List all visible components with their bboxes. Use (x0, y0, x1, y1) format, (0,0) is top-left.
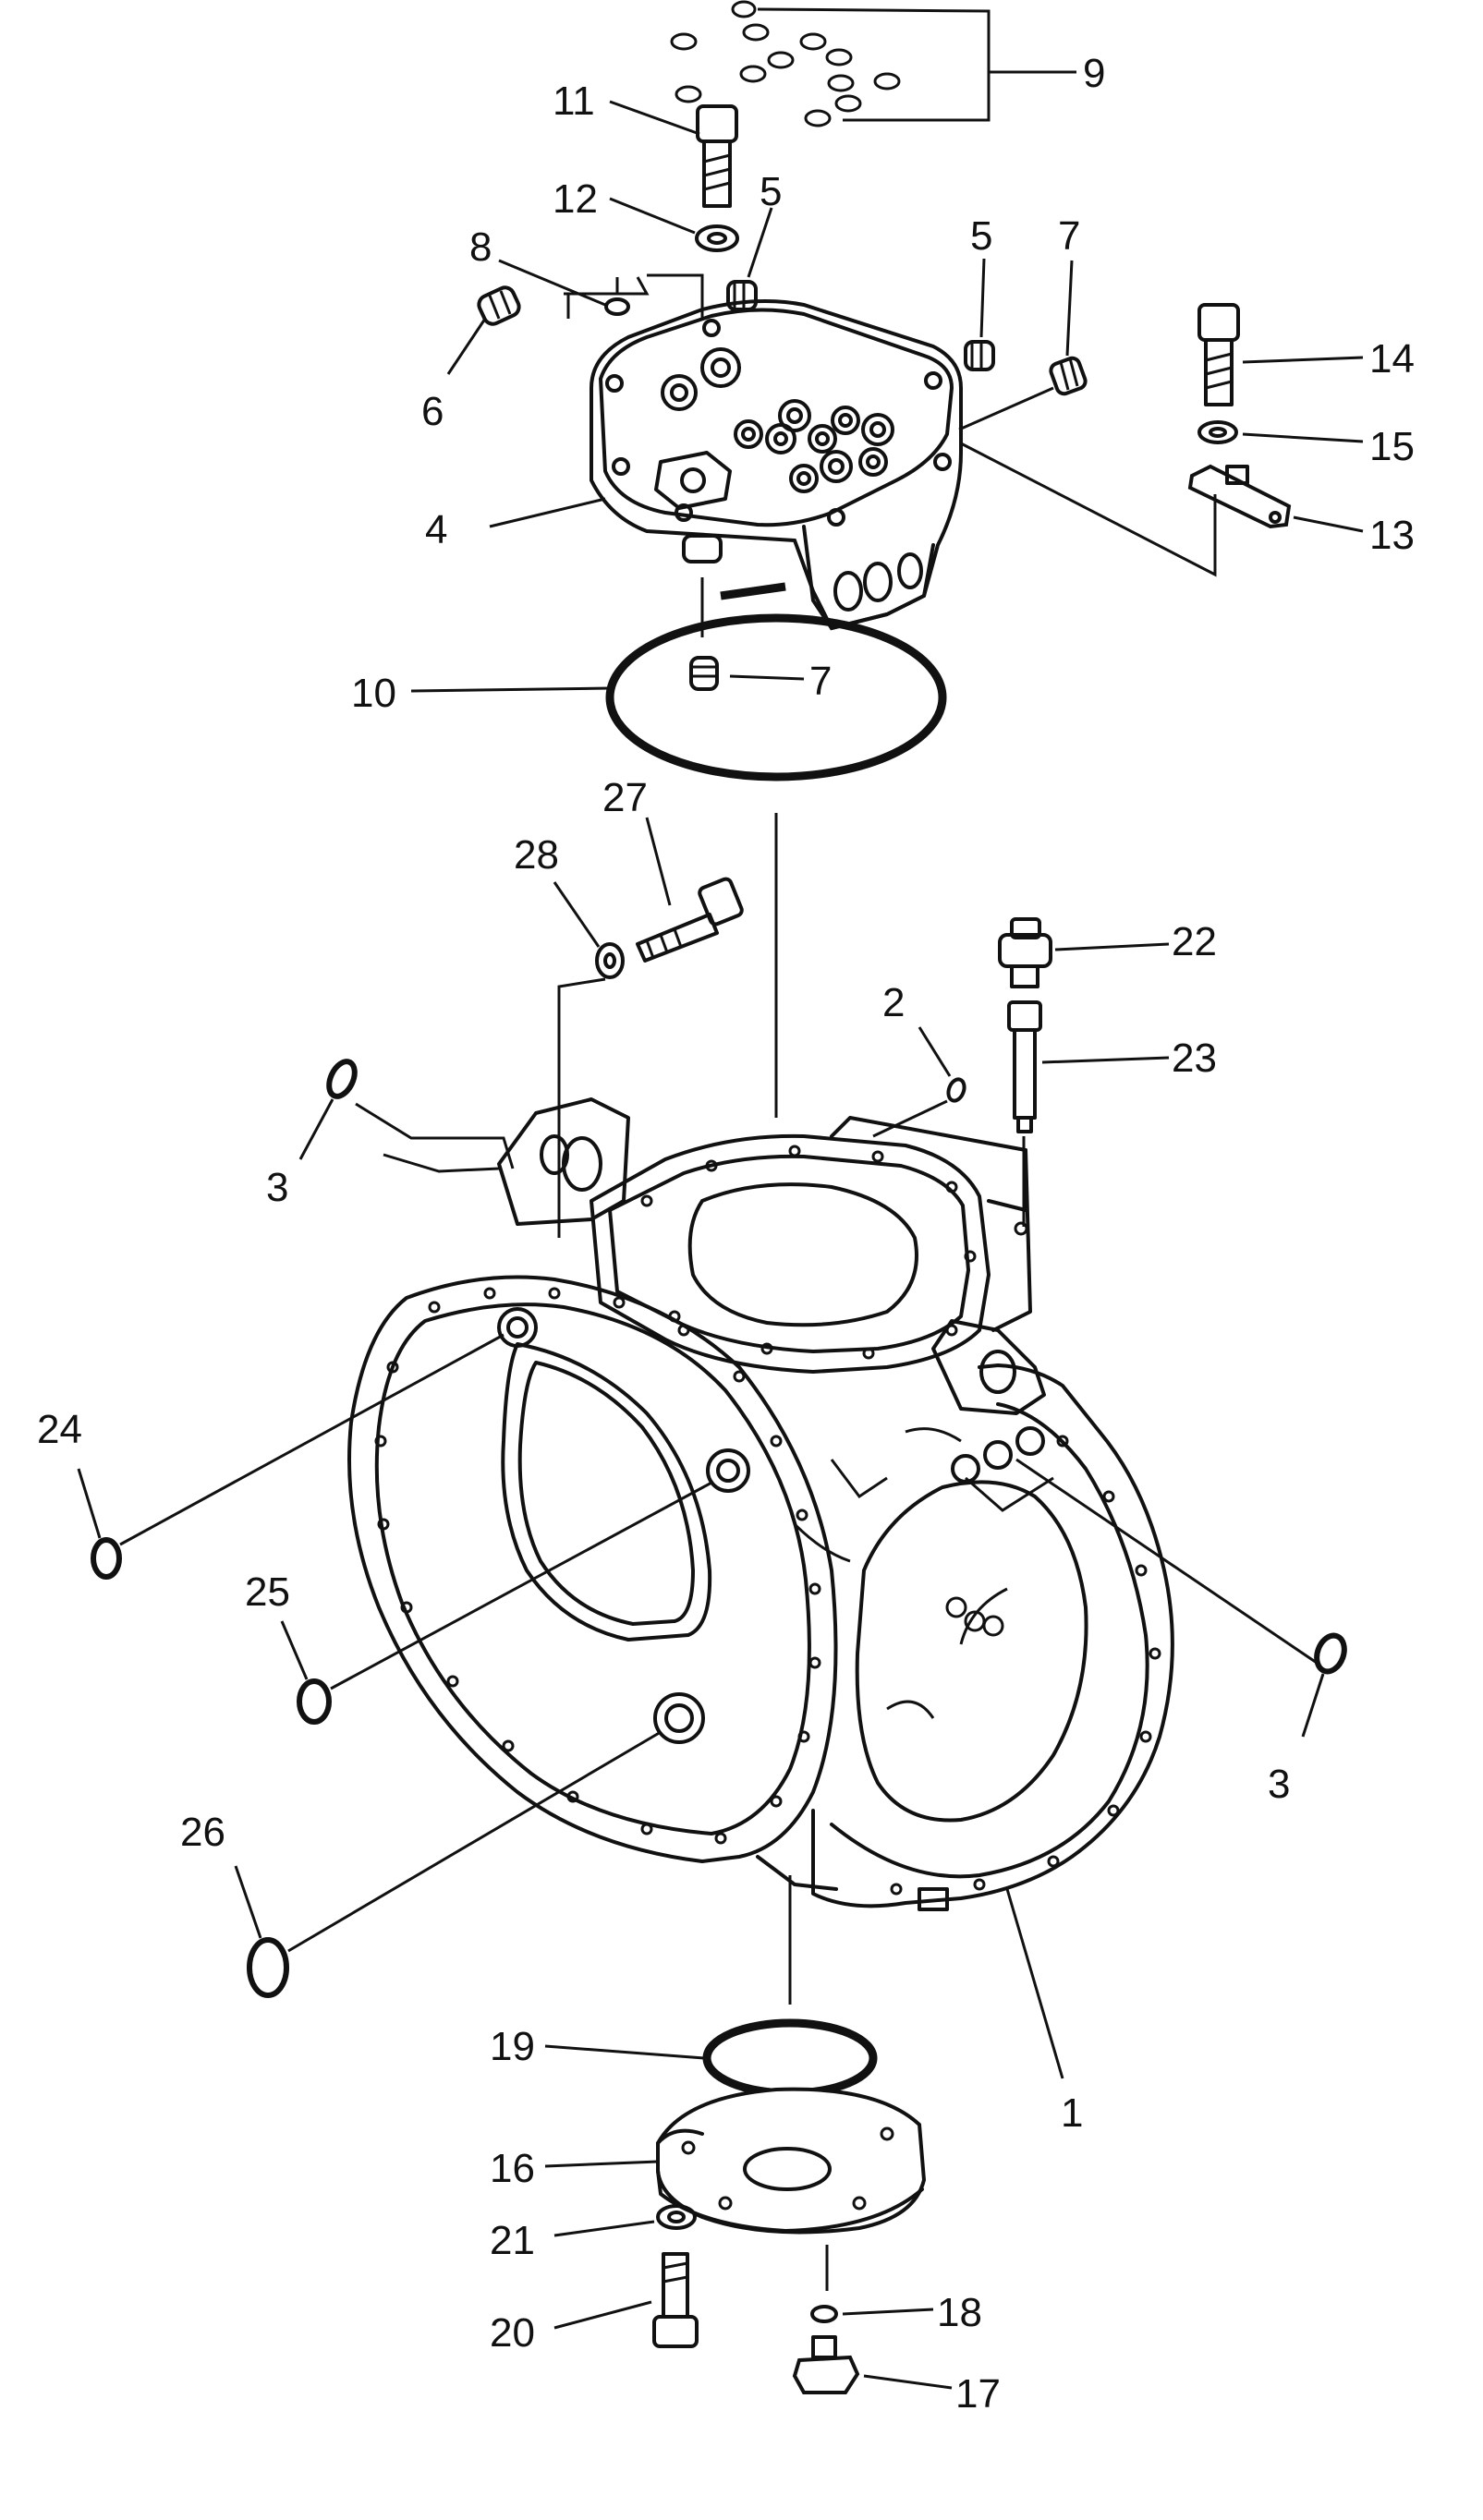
label-7-top: 7 (1058, 213, 1080, 259)
part-15-washer (1197, 420, 1364, 444)
label-25: 25 (245, 1569, 290, 1615)
part-3-o-ring-left (298, 1059, 358, 1160)
label-15: 15 (1369, 424, 1415, 469)
label-7-lower: 7 (809, 659, 832, 704)
part-10-o-ring (410, 577, 947, 781)
label-17: 17 (955, 2371, 1001, 2417)
part-21-washer (553, 2204, 697, 2237)
label-16: 16 (490, 2146, 535, 2191)
part-16-cover (544, 2087, 927, 2291)
part-7-plug-top (958, 260, 1088, 431)
label-10: 10 (351, 671, 396, 716)
label-12: 12 (553, 176, 598, 222)
label-20: 20 (490, 2310, 535, 2356)
label-8: 8 (469, 224, 492, 270)
label-5-right: 5 (970, 213, 992, 259)
label-21: 21 (490, 2218, 535, 2263)
part-11-bolt (609, 100, 738, 208)
part-3-o-ring-right (1015, 1458, 1347, 1738)
part-2-o-ring (872, 1026, 966, 1138)
part-28-washer (553, 881, 625, 1238)
label-13: 13 (1369, 513, 1415, 558)
part-5-plug-right (964, 258, 995, 371)
label-19: 19 (490, 2024, 535, 2069)
part-5-plug-left (726, 207, 773, 311)
part-14-bolt (1197, 303, 1364, 406)
label-11: 11 (553, 79, 595, 124)
part-4-valve-body (489, 273, 963, 631)
label-23: 23 (1172, 1036, 1217, 1081)
label-26: 26 (180, 1810, 225, 1855)
part-17-drain-plug (792, 2335, 953, 2394)
label-27: 27 (602, 775, 648, 820)
part-27-bolt (636, 817, 744, 963)
label-6: 6 (421, 389, 444, 434)
label-1: 1 (1061, 2090, 1083, 2136)
part-24-o-ring (77, 1333, 504, 1580)
part-25-o-ring (280, 1480, 714, 1725)
part-18-washer (810, 2305, 934, 2323)
part-12-washer (609, 197, 739, 252)
part-1-transmission-case (347, 1097, 1174, 2079)
part-26-o-ring (234, 1730, 662, 1998)
label-28: 28 (514, 832, 559, 878)
label-2: 2 (882, 980, 905, 1025)
part-22-breather (998, 917, 1170, 988)
label-3-left: 3 (266, 1165, 288, 1210)
part-13-bracket (960, 442, 1364, 577)
part-6-plug (446, 285, 521, 375)
part-20-bolt (553, 2252, 699, 2348)
label-14: 14 (1369, 336, 1415, 382)
part-number-labels: 9 11 12 5 5 7 8 6 14 15 4 13 10 7 27 28 … (37, 51, 1415, 2417)
label-3-right: 3 (1268, 1762, 1290, 1807)
part-23-pipe (1007, 1000, 1170, 1227)
part-7-plug-lower (689, 656, 805, 691)
label-18: 18 (937, 2290, 982, 2335)
part-8-ball (498, 259, 630, 316)
label-9: 9 (1083, 51, 1105, 96)
label-24: 24 (37, 1407, 82, 1452)
part-19-o-ring (544, 2018, 878, 2098)
label-4: 4 (425, 507, 447, 552)
label-22: 22 (1172, 919, 1217, 964)
part-9-o-ring-set (670, 0, 1076, 127)
label-5-left: 5 (760, 169, 782, 214)
